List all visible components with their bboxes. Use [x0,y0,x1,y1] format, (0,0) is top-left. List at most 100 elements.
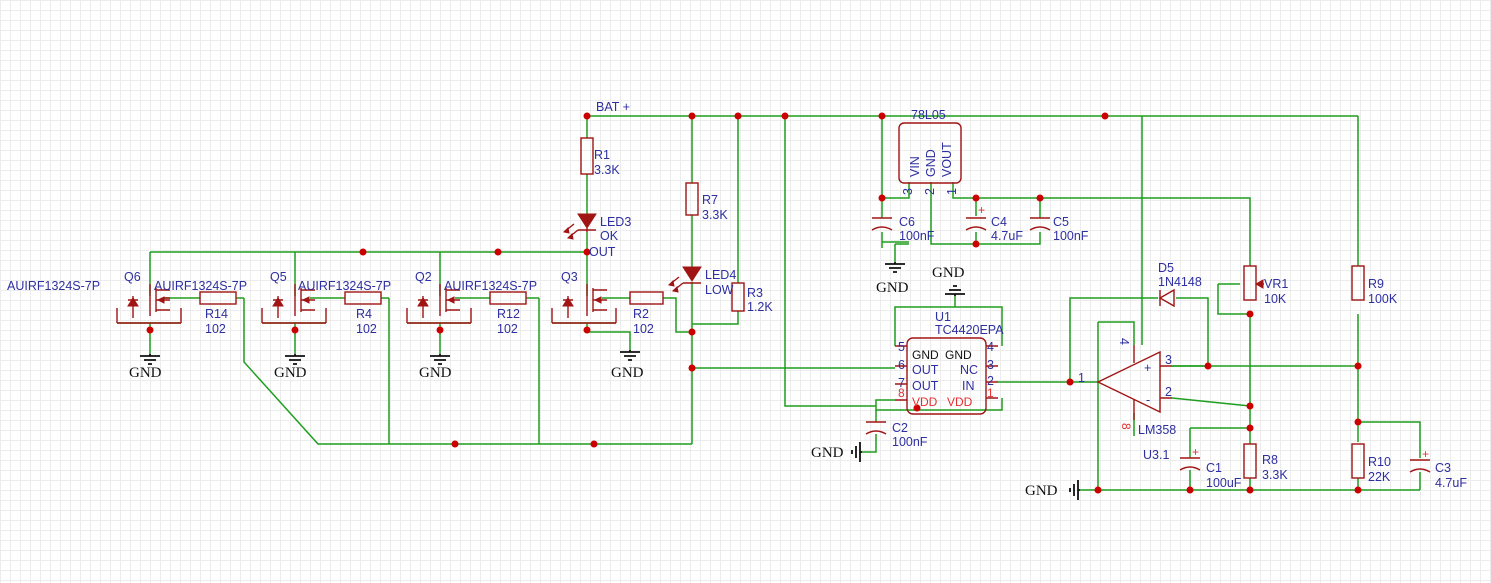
junction-dot [590,440,598,448]
led-value-label: LOW [705,283,734,297]
mosfet-q2[interactable]: Q2 AUIRF1324S-7P [298,270,472,324]
resistor-value-label: 3.3K [702,208,728,222]
junction-dot [1354,362,1362,370]
regulator-part-label: 78L05 [911,108,946,122]
resistor-r12[interactable]: R12 102 [489,291,527,336]
capacitor-c1[interactable]: + C1 100uF [1179,445,1242,490]
resistor-ref-label: R3 [747,286,763,300]
resistor-r10[interactable]: R10 22K [1351,443,1391,484]
junction-dot [1354,486,1362,494]
resistor-value-label: 22K [1368,470,1391,484]
diode-d5[interactable]: D5 1N4148 [1158,261,1202,308]
mosfet-q5[interactable]: Q5 AUIRF1324S-7P [154,270,327,324]
ground-label: GND [1025,483,1058,499]
capacitor-c3[interactable]: + C3 4.7uF [1409,447,1467,490]
potentiometer-vr1[interactable]: VR1 10K [1243,265,1288,306]
capacitor-value-label: 4.7uF [1435,476,1467,490]
capacitor-ref-label: C6 [899,215,915,229]
ground-label: GND [274,365,307,381]
mosfet-part-label: AUIRF1324S-7P [444,279,537,293]
led-led4[interactable]: LED4 LOW [667,266,736,297]
resistor-value-label: 102 [497,322,518,336]
resistor-r14[interactable]: R14 102 [199,291,237,336]
capacitor-ref-label: C3 [1435,461,1451,475]
driver-pin-num: 1 [987,386,994,400]
capacitor-value-label: 4.7uF [991,229,1023,243]
junction-dot [583,326,591,334]
resistor-value-label: 1.2K [747,300,773,314]
opamp-pin-num: 1 [1078,371,1085,385]
ground-label: GND [932,265,965,281]
junction-dot [1101,112,1109,120]
mosfet-ref-label: Q2 [415,270,432,284]
regulator-pin-gnd: GND [924,149,938,177]
capacitor-c6[interactable]: C6 100nF [871,215,935,243]
resistor-r2[interactable]: R2 102 [629,291,664,336]
junction-dot [583,248,591,256]
ground-label: GND [811,445,844,461]
opamp-pin-num: 2 [1165,385,1172,399]
driver-tc4420[interactable]: U1 TC4420EPA GND OUT OUT VDD GND NC IN V… [895,310,1004,415]
driver-pin-num: 5 [898,340,905,354]
opamp-ref-label: U3.1 [1143,448,1169,462]
resistor-ref-label: R9 [1368,277,1384,291]
junction-dot [688,112,696,120]
capacitor-value-label: 100uF [1206,476,1242,490]
driver-pin-num: 3 [987,358,994,372]
resistor-r1[interactable]: R1 3.3K [580,137,620,177]
junction-dot [1066,378,1074,386]
driver-pin-num: 4 [987,340,994,354]
regulator-pin-num: 2 [923,188,937,195]
driver-pin-label: GND [945,348,972,362]
driver-pin-label: VDD [912,395,938,409]
opamp-lm358[interactable]: 3 2 1 4 8 + - LM358 U3.1 [1078,338,1176,462]
driver-ref-label: U1 [935,310,951,324]
led-ref-label: LED4 [705,268,736,282]
resistor-value-label: 3.3K [1262,468,1288,482]
capacitor-c5[interactable]: C5 100nF [1029,215,1089,243]
resistor-ref-label: R12 [497,307,520,321]
junction-dot [688,364,696,372]
mosfet-part-label: AUIRF1324S-7P [298,279,391,293]
junction-dot [451,440,459,448]
opamp-pin-num: 8 [1119,423,1133,430]
capacitor-c4[interactable]: + C4 4.7uF [965,203,1023,243]
driver-pin-num: 2 [987,374,994,388]
resistor-r8[interactable]: R8 3.3K [1243,443,1288,482]
mosfet-ref-label: Q6 [124,270,141,284]
resistor-value-label: 100K [1368,292,1398,306]
regulator-78l05[interactable]: 78L05 VIN GND VOUT 3 2 1 [898,108,962,195]
junction-dot [913,404,921,412]
regulator-pin-vout: VOUT [940,142,954,177]
resistor-ref-label: R7 [702,193,718,207]
led-ref-label: LED3 [600,215,631,229]
junction-dot [1186,486,1194,494]
capacitor-c2[interactable]: C2 100nF [865,421,928,449]
resistor-r7[interactable]: R7 3.3K [685,182,728,222]
opamp-pin-num: 3 [1165,353,1172,367]
net-label-bat: BAT + [596,100,630,114]
capacitor-ref-label: C2 [892,421,908,435]
ground-label: GND [876,280,909,296]
junction-dot [146,326,154,334]
regulator-pin-vin: VIN [908,156,922,177]
resistor-r9[interactable]: R9 100K [1351,265,1398,306]
mosfet-q3[interactable]: Q3 AUIRF1324S-7P [444,270,617,324]
led-led3[interactable]: LED3 OK [562,213,631,243]
junction-dot [291,326,299,334]
driver-pin-label: IN [962,379,975,393]
resistor-ref-label: R1 [594,148,610,162]
driver-pin-label: OUT [912,379,939,393]
driver-pin-label: NC [960,363,978,377]
resistor-r3[interactable]: R3 1.2K [731,282,773,314]
capacitor-ref-label: C5 [1053,215,1069,229]
opamp-plus-sign: + [1144,361,1151,375]
junction-dot [734,112,742,120]
ground-symbol: GND [129,354,162,381]
junction-dot [359,248,367,256]
junction-dot [436,326,444,334]
led-value-label: OK [600,229,619,243]
mosfet-q6[interactable]: Q6 AUIRF1324S-7P [7,270,182,324]
resistor-r4[interactable]: R4 102 [344,291,382,336]
